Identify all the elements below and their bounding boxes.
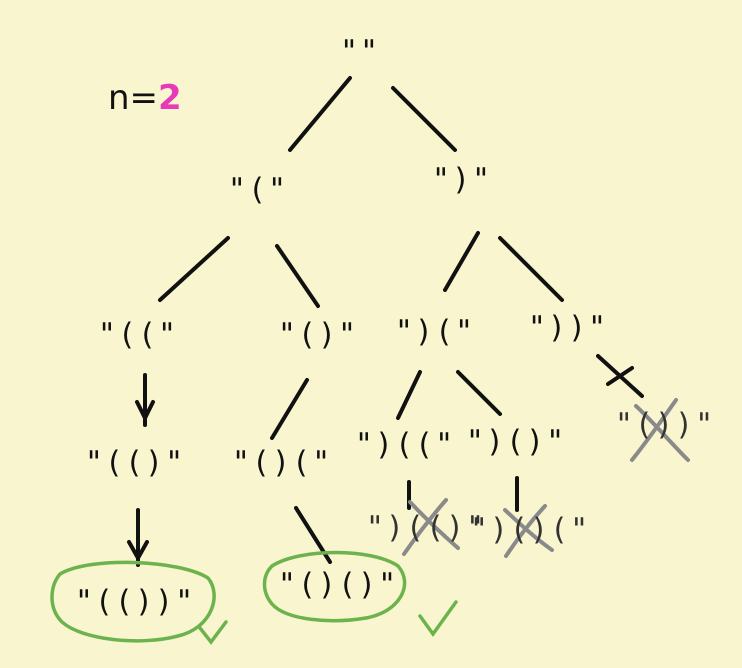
cross-ccx-a [634, 404, 690, 462]
node-cc: "))" [527, 310, 609, 346]
edge-close-cc [498, 236, 564, 302]
cross-coox-a [408, 500, 460, 550]
edge-root-close [391, 86, 457, 152]
edge-oo-ooc-arrow [135, 400, 155, 423]
node-coo: ")((" [354, 427, 456, 463]
cross-cocx-b [504, 504, 547, 558]
node-close: ")" [431, 162, 493, 198]
node-ococ: "()()" [277, 567, 399, 603]
node-coc: ")()" [465, 424, 567, 460]
edge-close-co [443, 231, 480, 292]
cross-coox-b [402, 498, 448, 556]
cross-cocx-a [503, 508, 554, 552]
edge-oc-oco [270, 378, 309, 440]
node-oocc: "(())" [74, 584, 196, 620]
edge-open-oc [275, 244, 320, 308]
node-cocx: ")()(" [469, 512, 591, 548]
node-root: "" [339, 34, 381, 70]
edge-co-coc [456, 370, 502, 416]
node-ooc: "(()" [84, 445, 186, 481]
valid-circle-oocc [50, 560, 216, 643]
valid-circle-ococ [262, 550, 407, 623]
node-oco: "()(" [231, 445, 333, 481]
edge-co-coo [396, 370, 422, 420]
node-oc: "()" [277, 317, 359, 353]
n-value: 2 [158, 78, 182, 118]
node-co: ")(" [394, 314, 476, 350]
node-ccx: "())" [614, 407, 716, 443]
node-oo: "((" [97, 317, 179, 353]
edge-ooc-oocc-arrow [127, 540, 149, 563]
check-mark-oocc [198, 620, 228, 645]
edge-cc-ccx-stroke [606, 366, 634, 386]
node-open: "(" [227, 172, 289, 208]
edge-open-oo [158, 236, 230, 302]
edge-root-open [288, 76, 352, 152]
check-mark-ococ [418, 600, 458, 637]
node-coox: ")(()" [365, 510, 487, 546]
n-equals-label: n=2 [108, 78, 182, 118]
cross-ccx-b [630, 398, 678, 462]
